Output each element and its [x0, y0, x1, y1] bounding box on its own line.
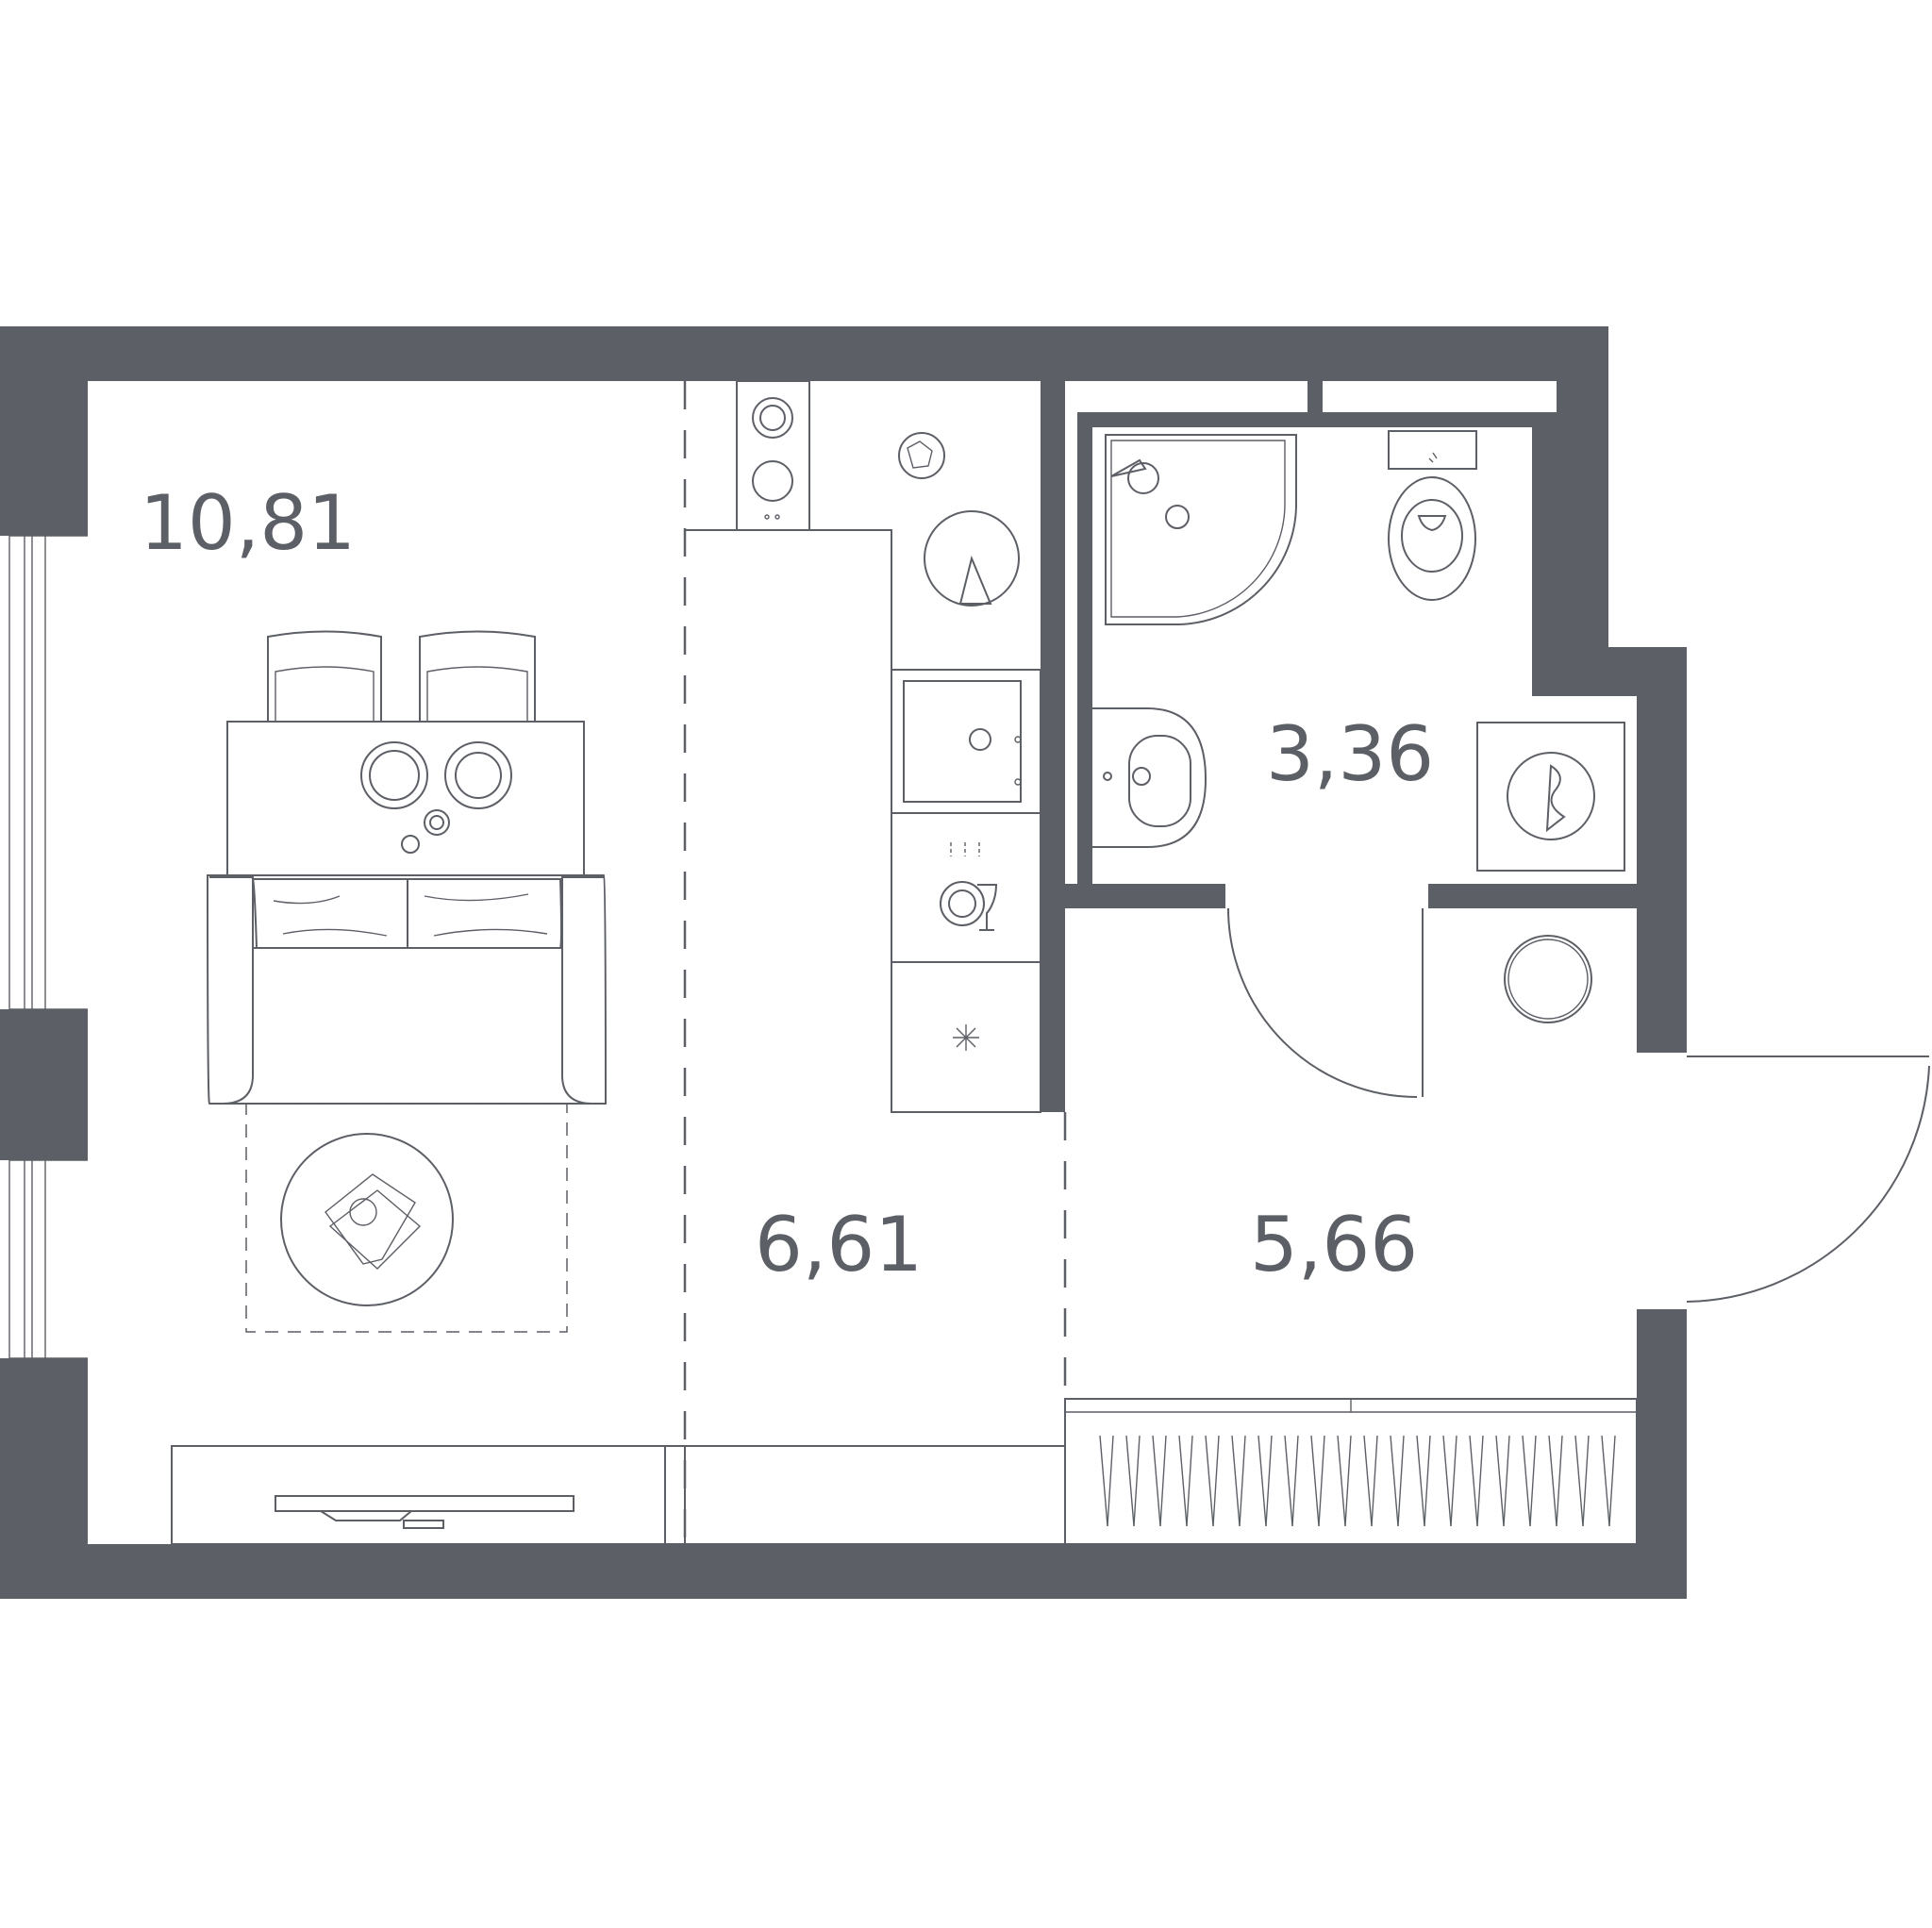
- hanger-stroke: [1424, 1435, 1431, 1527]
- wall-right-upper: [1557, 326, 1608, 647]
- wall-left-upper: [0, 326, 88, 536]
- hanger-stroke: [1371, 1435, 1378, 1527]
- windows: [0, 535, 88, 1359]
- walls: [0, 326, 1687, 1599]
- hanger-stroke: [1495, 1435, 1505, 1527]
- wall-bath-bottom-left: [1065, 884, 1225, 908]
- hanger-stroke: [1107, 1435, 1114, 1527]
- hanger-stroke: [1159, 1435, 1167, 1527]
- fridge-icon: [891, 961, 1041, 1113]
- wall-bath-bottom-right: [1428, 884, 1637, 908]
- hanger-stroke: [1390, 1435, 1399, 1527]
- pie-icon: [924, 510, 1020, 607]
- room-area-living: 10,81: [140, 479, 356, 567]
- dishwasher-icon: [891, 812, 1041, 963]
- wall-right-step: [1557, 647, 1687, 696]
- wall-bath-top-notch: [1307, 381, 1323, 427]
- hanger-stroke: [1205, 1435, 1214, 1527]
- hanger-stroke: [1257, 1435, 1267, 1527]
- hanger-stroke: [1284, 1435, 1293, 1527]
- rug-icon: [245, 1103, 568, 1333]
- sofa-icon: [206, 874, 608, 1105]
- hanger-stroke: [1178, 1435, 1188, 1527]
- washbasin-icon: [1092, 707, 1208, 848]
- hanger-stroke: [1186, 1435, 1193, 1527]
- hanger-stroke: [1310, 1435, 1320, 1527]
- wall-right-lower: [1637, 1309, 1687, 1599]
- hanger-stroke: [1337, 1435, 1346, 1527]
- hanger-stroke: [1556, 1435, 1563, 1527]
- hanger-stroke: [1469, 1435, 1478, 1527]
- tv-stand-icon: [171, 1445, 686, 1545]
- hanger-stroke: [1125, 1435, 1135, 1527]
- hanger-stroke: [1582, 1435, 1590, 1527]
- toilet-icon: [1388, 430, 1477, 601]
- hanger-stroke: [1450, 1435, 1457, 1527]
- wall-top-center: [341, 326, 1302, 381]
- hanger-stroke: [1608, 1435, 1616, 1527]
- wall-left-pier: [0, 1009, 88, 1160]
- bathroom-fixtures: [1092, 430, 1625, 1098]
- hanger-stroke: [1239, 1435, 1246, 1527]
- hob-icon: [736, 380, 810, 531]
- door-swing-icon: [1686, 1055, 1930, 1303]
- wall-bath-left: [1077, 412, 1092, 884]
- room-area-hallway: 5,66: [1250, 1201, 1418, 1288]
- chair-icon: [267, 630, 382, 722]
- room-area-bathroom: 3,36: [1266, 710, 1434, 798]
- pouf-icon: [1504, 935, 1592, 1023]
- coffee-table-icon: [280, 1133, 454, 1306]
- hanger-stroke: [1529, 1435, 1537, 1527]
- shower-icon: [1105, 434, 1297, 625]
- hanger-stroke: [1522, 1435, 1531, 1527]
- wall-right-middle: [1637, 696, 1687, 1053]
- hanger-stroke: [1601, 1435, 1610, 1527]
- hanger-stroke: [1212, 1435, 1220, 1527]
- wall-bath-right: [1532, 427, 1557, 696]
- hallway-furniture: [1064, 935, 1930, 1545]
- chair-icon: [419, 630, 536, 722]
- sink-icon: [891, 669, 1041, 814]
- hanger-stroke: [1133, 1435, 1141, 1527]
- hanger-stroke: [1099, 1435, 1108, 1527]
- hanger-stroke: [1152, 1435, 1161, 1527]
- bowl-icon: [898, 432, 945, 479]
- hanger-stroke: [1503, 1435, 1510, 1527]
- hanger-stroke: [1397, 1435, 1405, 1527]
- hangers-icon: [1099, 1435, 1616, 1527]
- hanger-stroke: [1291, 1435, 1299, 1527]
- interior-walls: [1041, 381, 1637, 1112]
- hanger-stroke: [1231, 1435, 1241, 1527]
- hanger-stroke: [1416, 1435, 1425, 1527]
- hanger-stroke: [1476, 1435, 1484, 1527]
- wall-bottom: [0, 1544, 1687, 1599]
- hanger-stroke: [1574, 1435, 1584, 1527]
- hanger-stroke: [1318, 1435, 1325, 1527]
- dining-table-icon: [226, 721, 585, 876]
- hanger-stroke: [1363, 1435, 1373, 1527]
- door-swing-icon: [1227, 907, 1424, 1098]
- room-area-kitchen: 6,61: [755, 1201, 923, 1288]
- wall-kitchen-bath: [1041, 381, 1065, 1112]
- hanger-stroke: [1442, 1435, 1452, 1527]
- hanger-stroke: [1548, 1435, 1557, 1527]
- hanger-stroke: [1265, 1435, 1273, 1527]
- wardrobe-icon: [1064, 1398, 1638, 1545]
- hanger-stroke: [1344, 1435, 1352, 1527]
- kitchen-units: [685, 380, 1041, 1113]
- washing-machine-icon: [1476, 722, 1625, 872]
- living-furniture: [171, 630, 1066, 1545]
